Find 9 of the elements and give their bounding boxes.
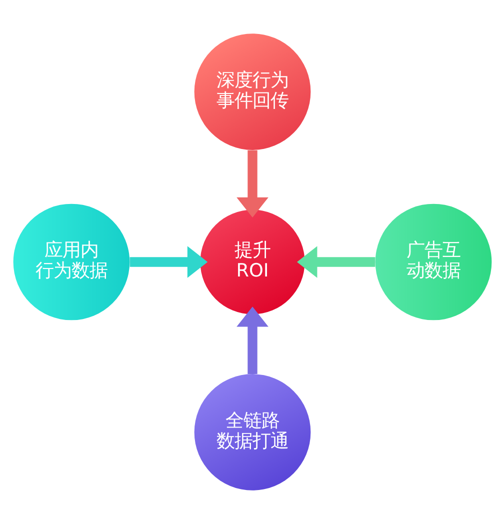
node-circle: 深度行为事件回传: [194, 34, 310, 150]
arrow: [296, 246, 375, 278]
arrow: [236, 306, 268, 374]
node-circle: 应用内行为数据: [12, 204, 130, 320]
node-circle: 提升 ROI: [200, 210, 304, 314]
arrow: [129, 246, 208, 278]
node-circle: 广告互动数据: [374, 204, 492, 320]
arrow: [236, 150, 268, 218]
node-circle: 全链路数据打通: [194, 374, 310, 490]
